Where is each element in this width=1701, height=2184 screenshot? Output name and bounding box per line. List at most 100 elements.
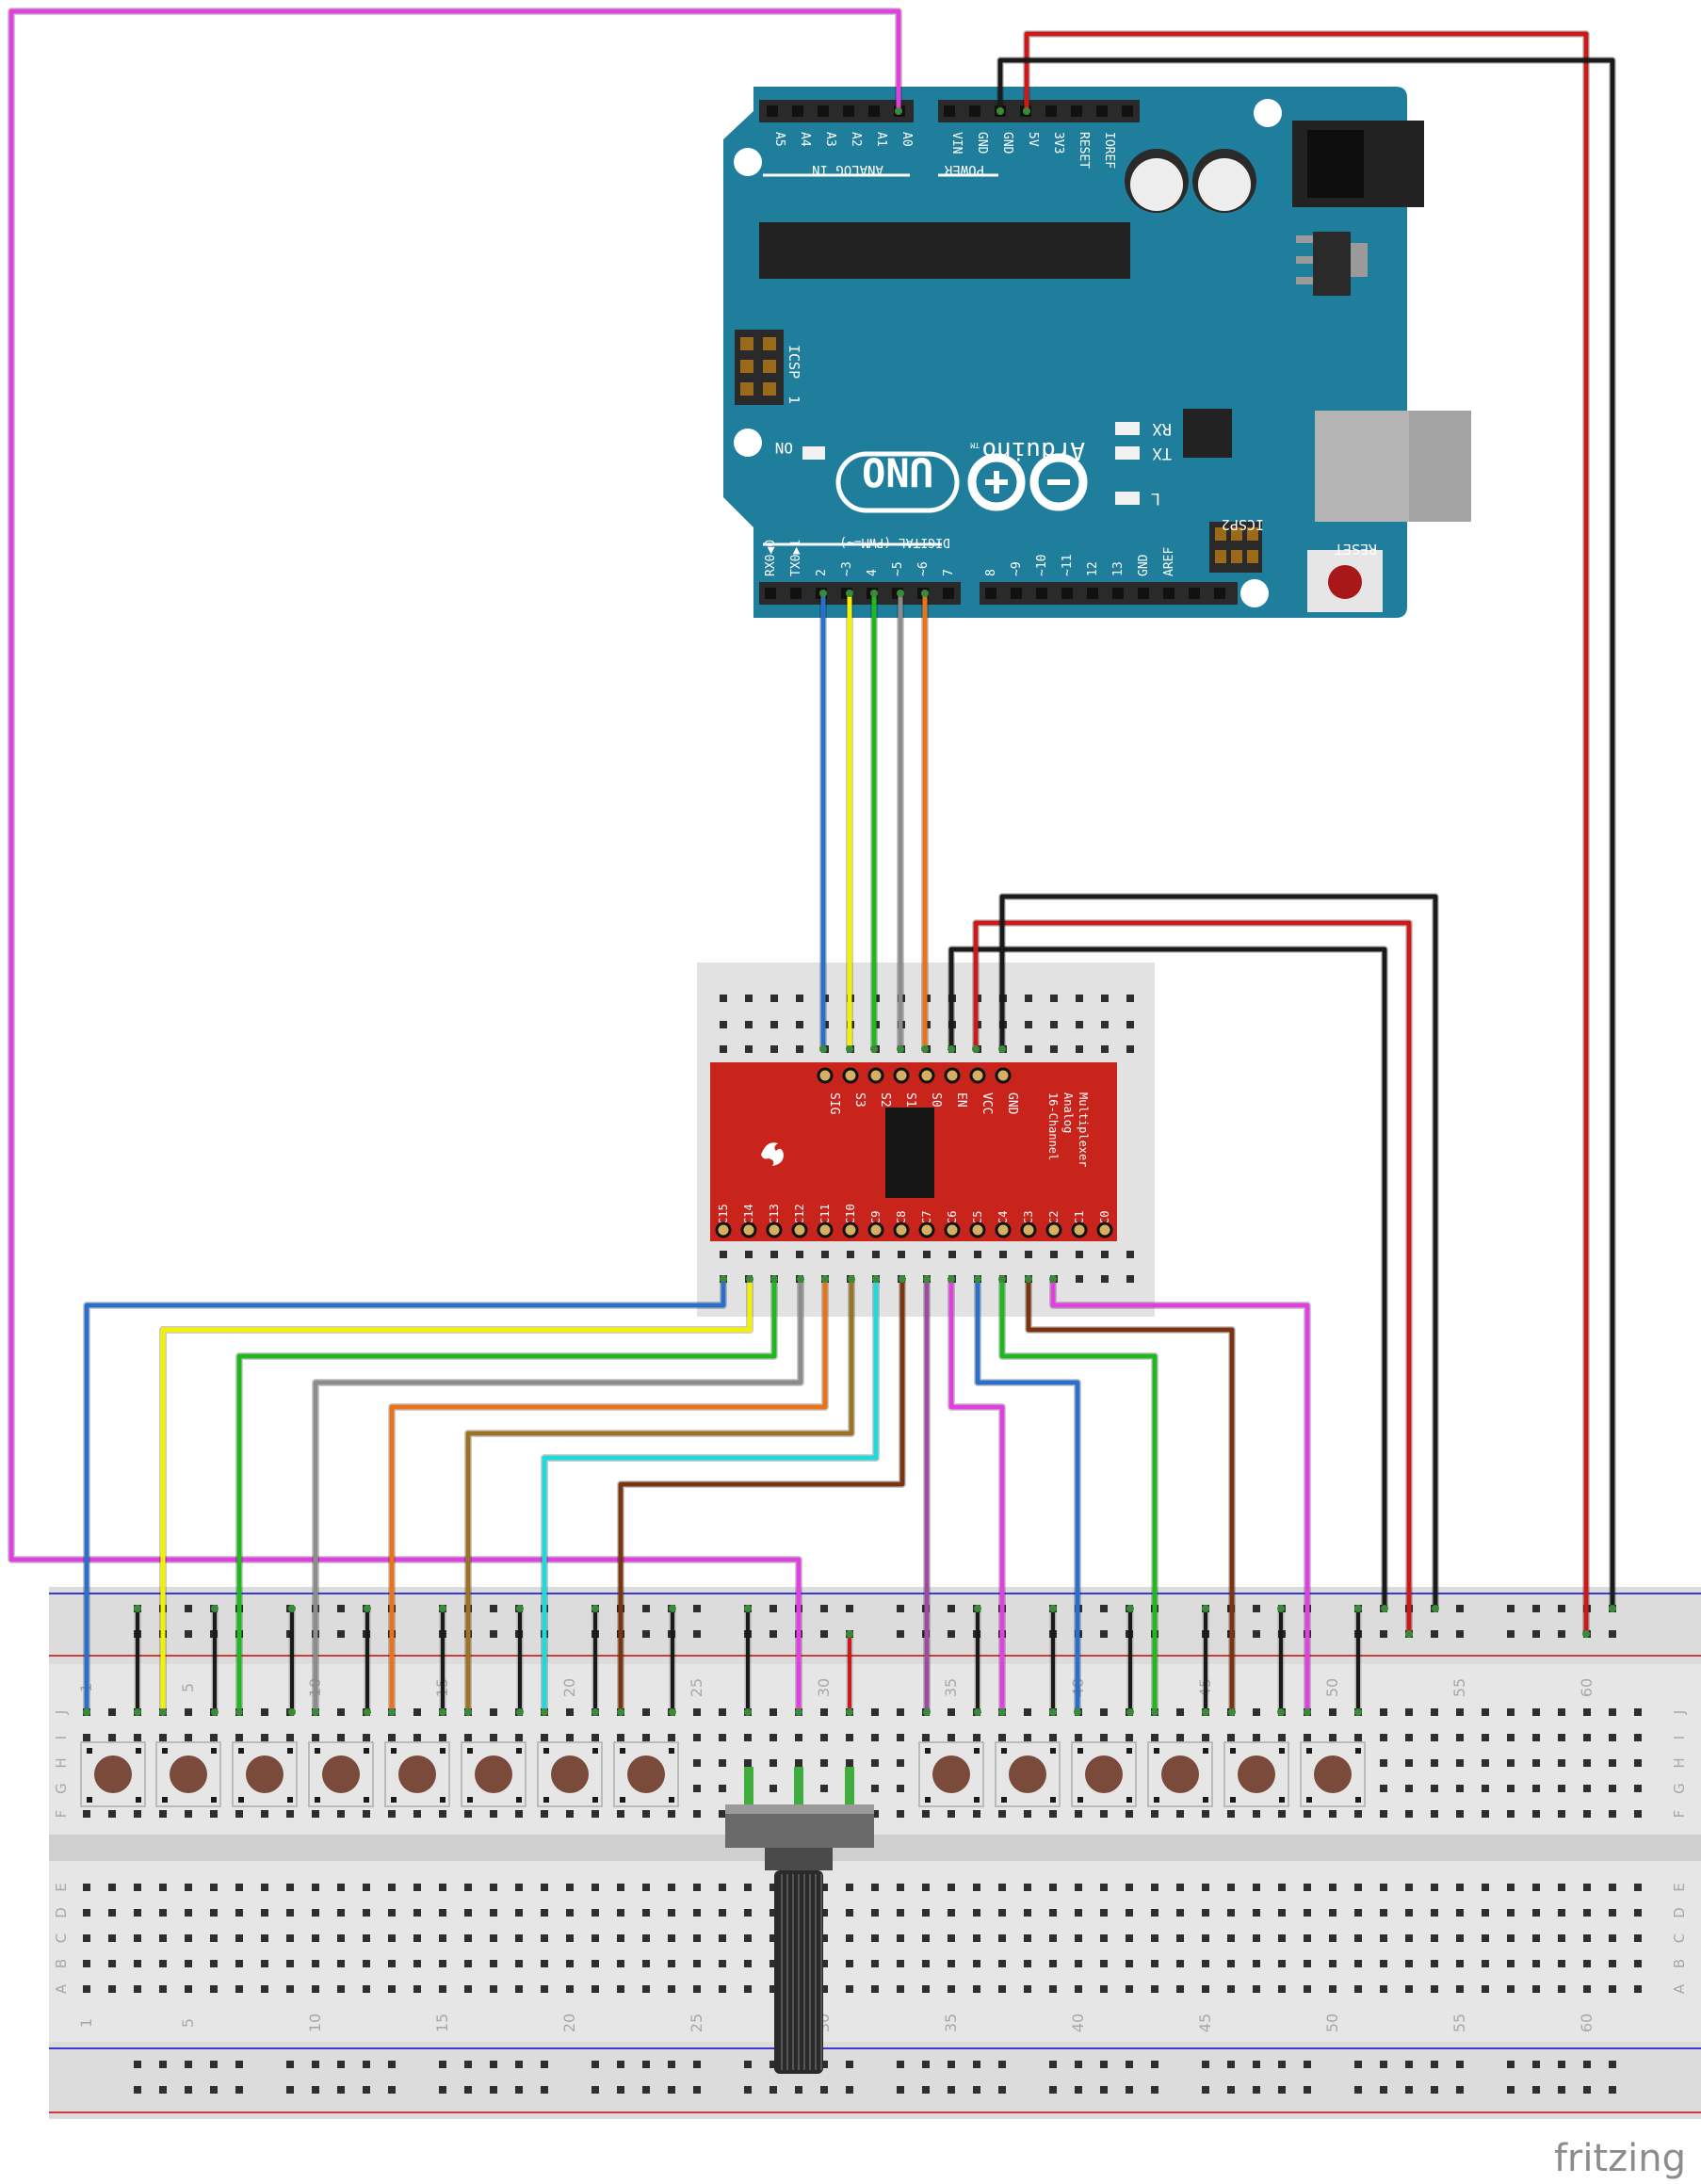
mini-breadboard-hole: [1126, 995, 1134, 1002]
breadboard-hole: [464, 1960, 472, 1967]
breadboard-hole: [1482, 1909, 1489, 1917]
breadboard-hole: [1253, 1708, 1260, 1716]
wire-end: [899, 1275, 906, 1283]
wire-end: [617, 1708, 624, 1716]
breadboard-hole: [719, 1909, 726, 1917]
rail-hole: [464, 2086, 472, 2094]
breadboard-hole: [413, 1960, 421, 1967]
breadboard-hole: [439, 1909, 446, 1917]
breadboard-hole: [1558, 1734, 1565, 1741]
breadboard-hole: [693, 1734, 701, 1741]
mini-breadboard-hole: [720, 995, 727, 1002]
breadboard-hole: [1278, 1934, 1286, 1942]
breadboard-hole: [1126, 1934, 1133, 1942]
breadboard-hole: [1609, 1759, 1616, 1767]
breadboard-hole: [617, 1960, 624, 1967]
rail-hole: [1354, 2061, 1362, 2068]
rail-hole: [1253, 1605, 1260, 1612]
breadboard-hole: [1024, 1734, 1031, 1741]
breadboard-hole: [871, 1810, 879, 1818]
breadboard-hole: [235, 1734, 243, 1741]
rail-hole: [1049, 2086, 1057, 2094]
column-number: 20: [560, 1678, 578, 1697]
breadboard-hole: [1609, 1934, 1616, 1942]
breadboard-hole: [973, 1909, 980, 1917]
rail-hole: [185, 2061, 192, 2068]
potentiometer: [725, 1804, 874, 2074]
mux-pad: [817, 1221, 834, 1238]
breadboard-hole: [591, 1734, 599, 1741]
breadboard-hole: [668, 1909, 675, 1917]
wire-end: [159, 1708, 167, 1716]
breadboard-hole: [1609, 1884, 1616, 1891]
breadboard-hole: [770, 1785, 777, 1792]
breadboard-hole: [490, 1734, 497, 1741]
breadboard-hole: [1405, 1734, 1413, 1741]
push-button: [1223, 1741, 1289, 1807]
breadboard-hole: [871, 1734, 879, 1741]
icsp2-pin: [1247, 550, 1258, 563]
mini-breadboard-hole: [1050, 1021, 1058, 1028]
rail-hole: [1558, 2086, 1565, 2094]
breadboard-hole: [1609, 1785, 1616, 1792]
breadboard-hole: [1227, 1985, 1235, 1993]
breadboard-hole: [1075, 1934, 1082, 1942]
column-number: 60: [1578, 1678, 1596, 1697]
breadboard-hole: [515, 1734, 523, 1741]
analog-pin-label: A0: [899, 132, 914, 147]
mux-bottom-pin-label: C3: [1022, 1211, 1035, 1224]
row-letter: D: [53, 1907, 70, 1918]
breadboard-hole: [1329, 1734, 1336, 1741]
mini-breadboard-hole: [1101, 1275, 1109, 1283]
breadboard-hole: [1202, 1810, 1209, 1818]
rail-hole: [1431, 2061, 1438, 2068]
rail-hole: [770, 1630, 777, 1638]
icsp2-pin: [1231, 527, 1242, 541]
breadboard-hole: [185, 1960, 192, 1967]
breadboard-hole: [1507, 1759, 1515, 1767]
mini-breadboard-hole: [1076, 1021, 1083, 1028]
mux-bottom-pin-label: C6: [946, 1211, 959, 1224]
breadboard-hole: [719, 1708, 726, 1716]
breadboard-hole: [566, 1909, 574, 1917]
breadboard-hole: [642, 1810, 650, 1818]
breadboard-hole: [820, 1785, 828, 1792]
breadboard-hole: [1075, 1985, 1082, 1993]
header-pin: [1061, 588, 1073, 599]
mini-breadboard-hole: [1076, 1275, 1083, 1283]
mux-bottom-pin-label: C7: [920, 1211, 933, 1224]
breadboard-hole: [1227, 1960, 1235, 1967]
column-number: 20: [560, 2014, 578, 2032]
rail-hole: [820, 2061, 828, 2068]
rail-hole: [642, 1605, 650, 1612]
wire-end: [1354, 1605, 1362, 1612]
breadboard-hole: [108, 1934, 116, 1942]
column-number: 50: [1323, 1678, 1341, 1697]
wire-end: [1049, 1275, 1057, 1283]
breadboard-hole: [363, 1734, 370, 1741]
breadboard-hole: [1202, 1734, 1209, 1741]
breadboard-hole: [1151, 1810, 1158, 1818]
rail-hole: [1253, 1630, 1260, 1638]
breadboard-hole: [1278, 1985, 1286, 1993]
breadboard-hole: [1583, 1708, 1591, 1716]
wire-end: [746, 1275, 753, 1283]
breadboard-hole: [1126, 1734, 1133, 1741]
breadboard-hole: [1609, 1810, 1616, 1818]
breadboard-hole: [490, 1884, 497, 1891]
breadboard-hole: [922, 1960, 930, 1967]
breadboard-hole: [770, 1934, 777, 1942]
analog-pin-label: A1: [874, 132, 888, 147]
breadboard-hole: [1532, 1960, 1540, 1967]
breadboard-hole: [973, 1734, 980, 1741]
wire-end: [846, 1630, 853, 1638]
wires: [8, 8, 1616, 1804]
breadboard-hole: [337, 1810, 345, 1818]
breadboard-hole: [1482, 1960, 1489, 1967]
digital-pin-label: 2: [815, 569, 829, 576]
wire-end: [1202, 1605, 1209, 1612]
mux-pad: [842, 1067, 859, 1084]
rail-hole: [591, 2061, 599, 2068]
breadboard-hole: [1431, 1909, 1438, 1917]
arduino-uno-logo: UNO Arduino TM: [835, 436, 1088, 513]
